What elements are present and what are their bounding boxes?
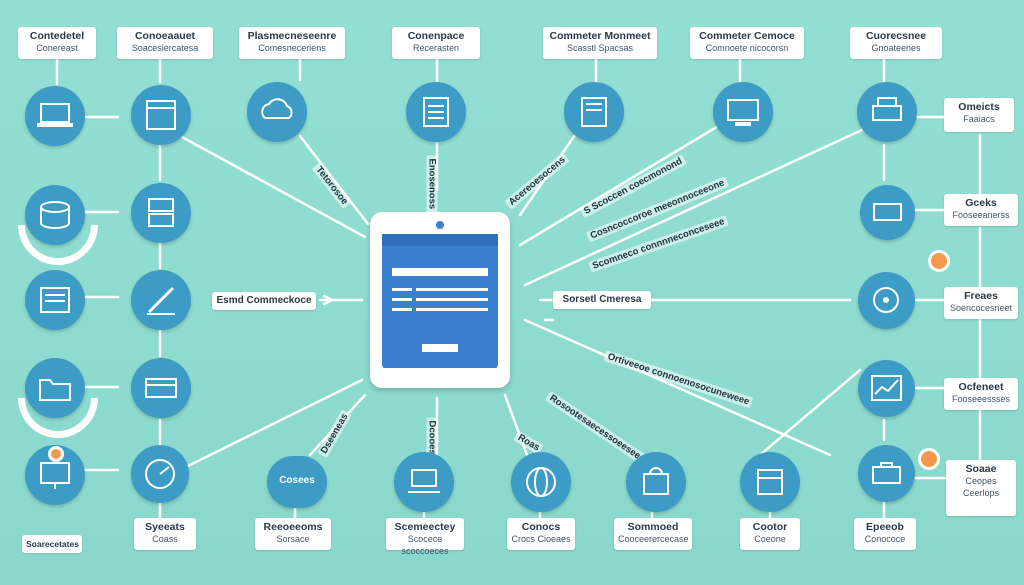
center-left-label: Esmd Commeckoce bbox=[212, 292, 316, 310]
laptop-chart-icon bbox=[394, 452, 454, 512]
globe-icon bbox=[511, 452, 571, 512]
folder-icon bbox=[25, 358, 85, 418]
chat-bubble-text: Cosees bbox=[279, 475, 315, 486]
document-stack-icon bbox=[25, 270, 85, 330]
browser-window-icon bbox=[131, 85, 191, 145]
center-right-label: Sorsetl Cmeresa bbox=[553, 291, 651, 309]
list-icon bbox=[406, 82, 466, 142]
orange-marker-1 bbox=[928, 250, 950, 272]
desktop-app-icon bbox=[713, 82, 773, 142]
box-icon bbox=[740, 452, 800, 512]
orange-marker-2 bbox=[918, 448, 940, 470]
phone-display bbox=[382, 234, 498, 368]
chart-board-icon bbox=[858, 360, 915, 417]
phone-screen-hub bbox=[370, 212, 510, 388]
notepad-icon bbox=[564, 82, 624, 142]
card-icon bbox=[131, 358, 191, 418]
slanted-label-b: Enosenoss bbox=[426, 155, 438, 213]
bag-icon bbox=[626, 452, 686, 512]
toolbox-icon bbox=[858, 445, 915, 502]
laptop-icon bbox=[25, 86, 85, 146]
cloud-network-icon bbox=[247, 82, 307, 142]
chat-bubble-node: Cosees bbox=[267, 456, 327, 508]
bottom-left-tag: Soarecetates bbox=[22, 535, 82, 553]
pen-tool-icon bbox=[131, 270, 191, 330]
server-icon bbox=[131, 183, 191, 243]
gauge-icon bbox=[131, 445, 189, 503]
database-icon bbox=[25, 185, 85, 245]
printer-icon bbox=[857, 82, 917, 142]
orange-marker-3 bbox=[48, 446, 64, 462]
camera-dot bbox=[436, 221, 444, 229]
network-node-icon bbox=[858, 272, 915, 329]
storage-drive-icon bbox=[860, 185, 915, 240]
